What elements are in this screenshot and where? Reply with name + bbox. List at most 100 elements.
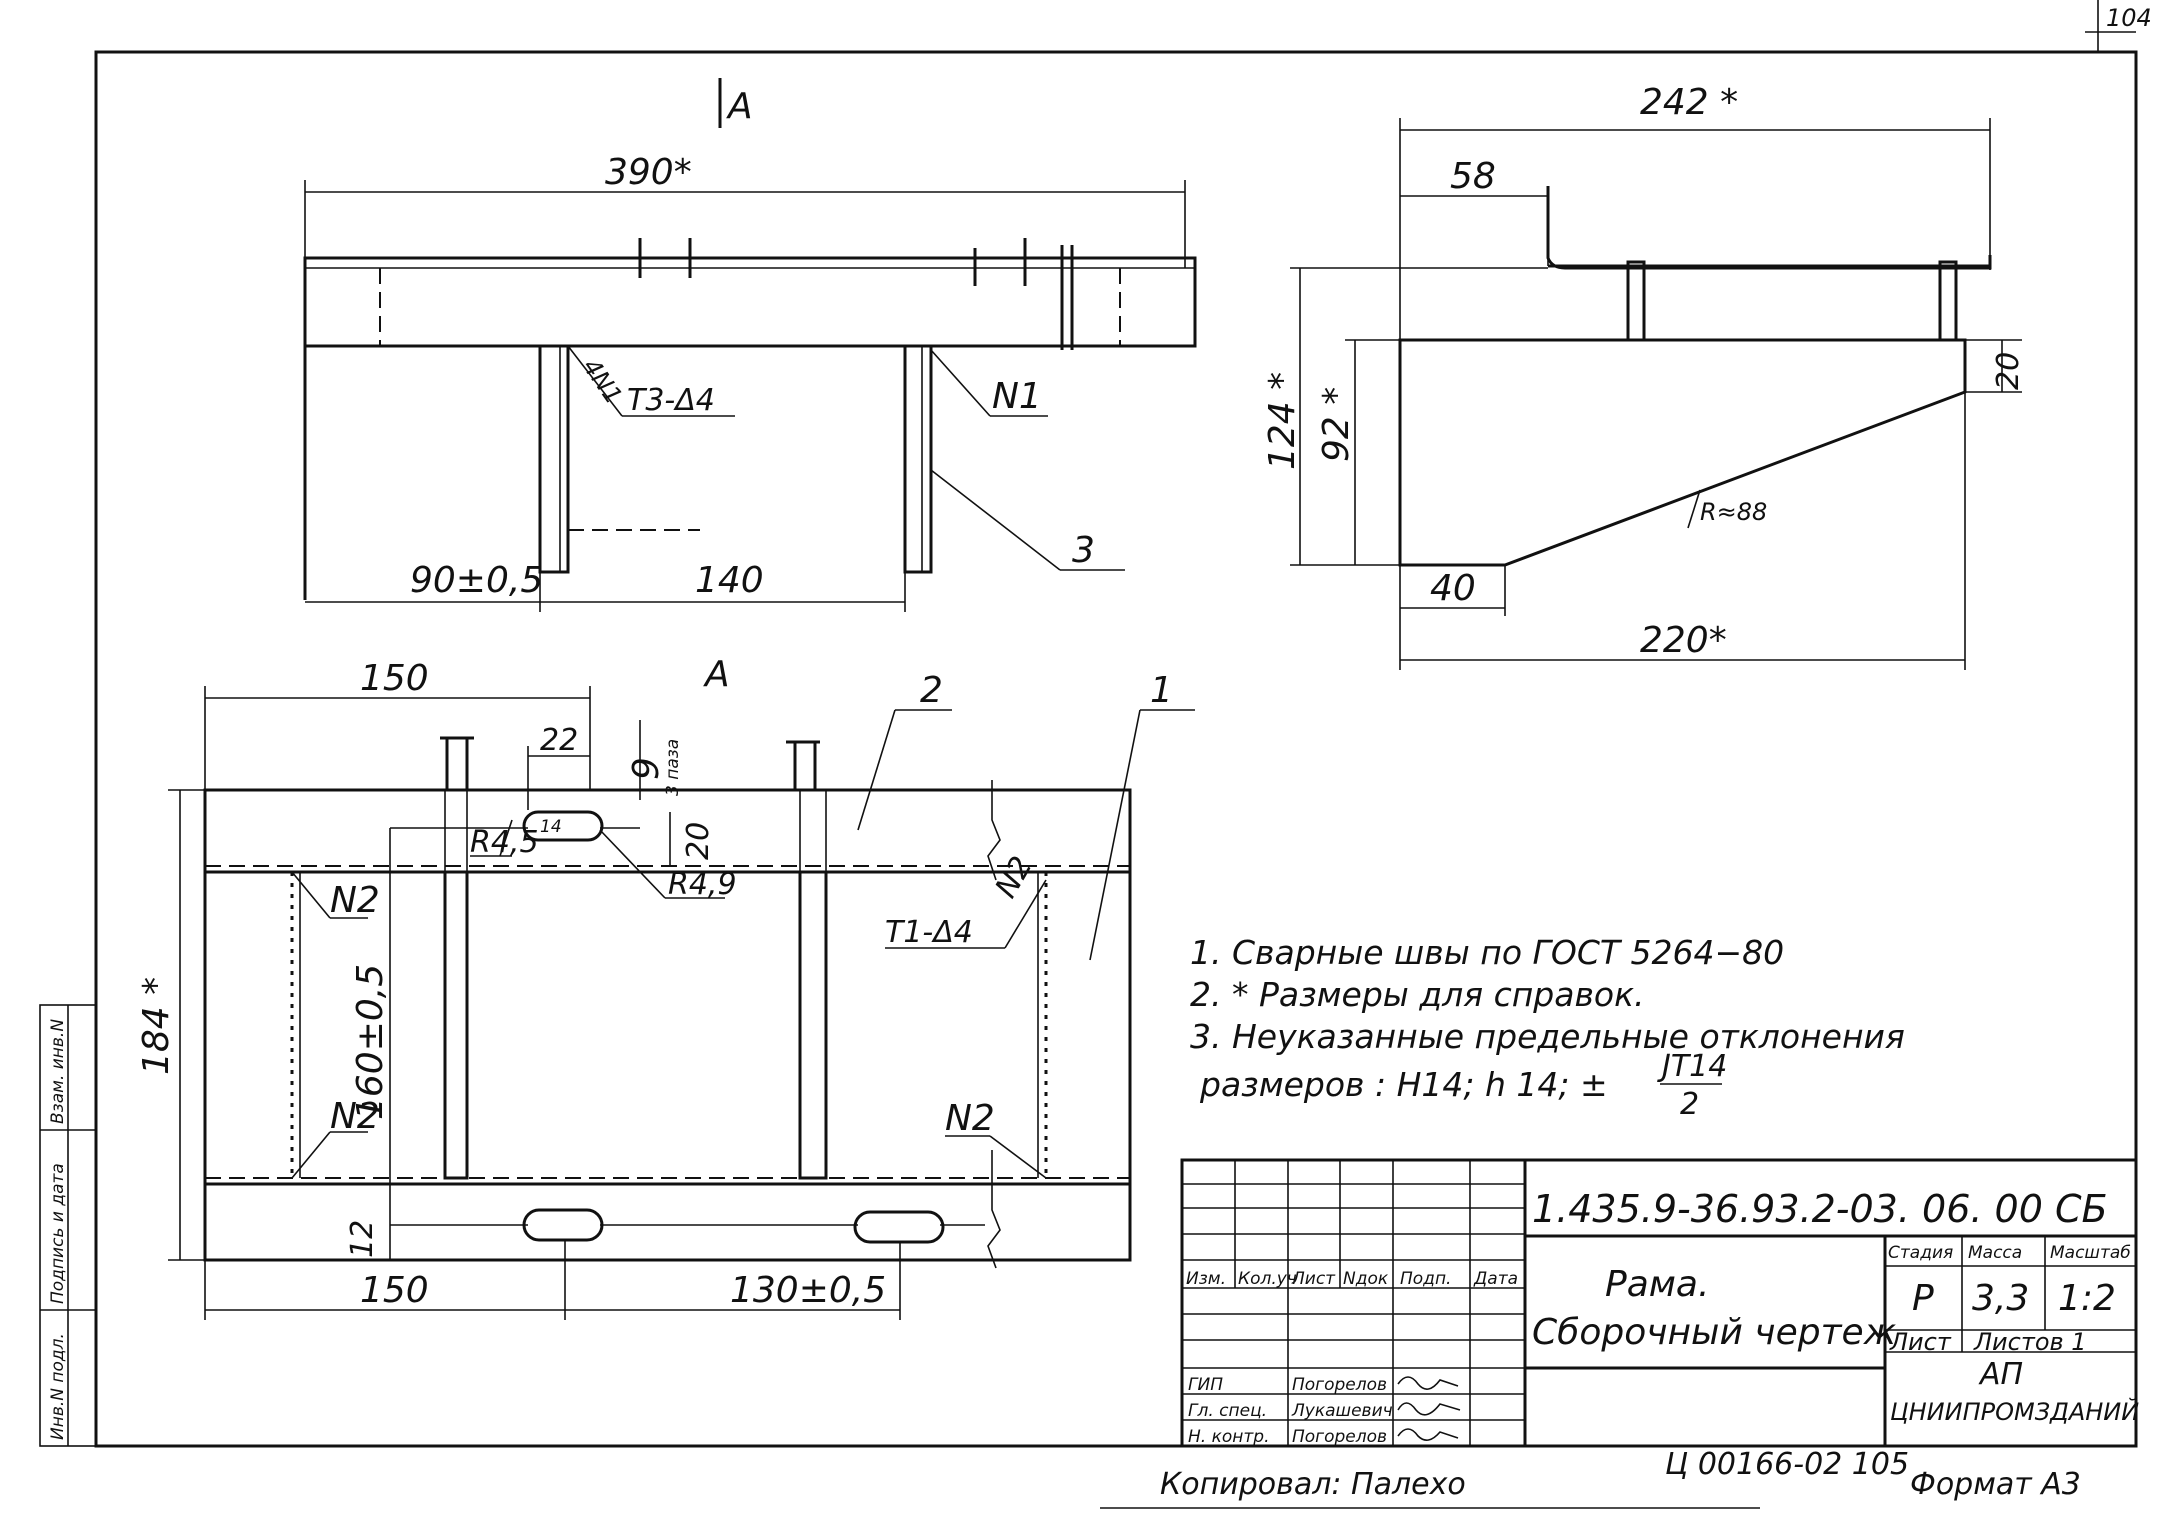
note-3: 3. Неуказанные предельные отклонения: [1190, 1017, 1905, 1056]
scale-label: Масштаб: [2050, 1243, 2131, 1263]
sheets-label: Листов 1: [1973, 1328, 2087, 1356]
dim-90: 90±0,5: [410, 560, 543, 601]
plan-slot-bottom-left: [522, 1208, 604, 1242]
plan-rib-right: [798, 870, 828, 1180]
org-line-2: ЦНИИПРОМЗДАНИЙ: [1890, 1397, 2139, 1426]
dim-9: 9: [626, 757, 667, 780]
top-view-rib-left: [538, 344, 570, 574]
dim-r45: R4,5: [470, 825, 539, 860]
scale-value: 1:2: [2058, 1278, 2116, 1319]
section-marker-label: A: [726, 86, 753, 127]
plan-slot-bottom-right: [853, 1210, 945, 1244]
mass-value: 3,3: [1972, 1278, 2029, 1319]
col-kol: Кол.уч: [1238, 1269, 1297, 1289]
weld-n2-top-left: N2: [330, 880, 380, 921]
view-label-a: A: [703, 654, 730, 695]
mass-label: Масса: [1968, 1243, 2022, 1263]
col-izm: Изм.: [1186, 1269, 1226, 1289]
dim-220: 220*: [1640, 620, 1727, 661]
top-view-rib-right: [903, 344, 933, 574]
dim-150-top: 150: [360, 658, 429, 699]
col-podp: Подп.: [1400, 1269, 1451, 1289]
footer-format: Формат А3: [1910, 1467, 2081, 1502]
side-strip-signature-date: Подпись и дата: [48, 1163, 68, 1304]
note-fraction-denominator: 2: [1680, 1087, 1699, 1122]
signature-gip: [1397, 1376, 1459, 1390]
side-strip-vzam-inv: Взам. инв.N: [48, 1019, 68, 1124]
signature-n-kontr: [1397, 1428, 1459, 1441]
title-line-1: Рама.: [1605, 1264, 1709, 1305]
org-line-1: АП: [1978, 1357, 2023, 1392]
dim-130: 130±0,5: [730, 1270, 886, 1311]
role-gip: ГИП: [1188, 1375, 1223, 1395]
side-view: 242 * 58 124 * 92 * 20 R≈88 40: [1262, 82, 2026, 670]
plan-view: A 150 22 9 3 паза: [136, 654, 1195, 1320]
note-4: размеров : Н14; h 14; ±: [1199, 1065, 1608, 1104]
footer-copied: Копировал: Палехо: [1160, 1467, 1466, 1502]
part-number-1: 1: [1150, 670, 1173, 711]
col-list: Лист: [1291, 1269, 1336, 1289]
name-gl-spec: Лукашевич: [1291, 1401, 1393, 1421]
weld-n2-bottom-right: N2: [945, 1098, 995, 1139]
dim-12: 12: [345, 1220, 380, 1258]
part-number-3: 3: [1072, 530, 1095, 571]
signature-gl-spec: [1397, 1402, 1461, 1416]
dim-124: 124 *: [1262, 372, 1303, 470]
weld-n2-bottom-left: N2: [330, 1096, 380, 1137]
break-symbol-bottom: [987, 1150, 1001, 1269]
break-symbol-top: [987, 780, 1001, 881]
dim-40: 40: [1430, 568, 1476, 609]
top-view: A 390* 90±0,5 140 4N1 Т3-Δ4: [303, 78, 1197, 612]
side-strip: Инв.N подл. Подпись и дата Взам. инв.N: [39, 1004, 97, 1447]
weld-n1: N1: [992, 376, 1042, 417]
side-view-stem-right: [1938, 260, 1958, 342]
document-code: 1.435.9-36.93.2-03. 06. 00 СБ: [1532, 1187, 2108, 1231]
name-gip: Погорелов: [1292, 1375, 1387, 1395]
plan-frame: [203, 788, 1132, 1262]
radius-88: R≈88: [1700, 498, 1767, 526]
dim-22: 22: [540, 723, 578, 758]
dim-20-lip: 20: [1991, 352, 2026, 390]
dim-184: 184 *: [136, 977, 177, 1075]
sheet-number: 104: [2106, 4, 2152, 32]
sheet-label: Лист: [1889, 1328, 1952, 1356]
weld-n2-top-right: N2: [989, 851, 1040, 904]
plan-slot-top: [522, 810, 604, 842]
col-data: Дата: [1473, 1269, 1518, 1289]
weld-t3: Т3-Δ4: [627, 383, 715, 418]
dim-140: 140: [695, 560, 764, 601]
dim-9-slots: 3 паза: [663, 739, 683, 796]
dim-58: 58: [1450, 156, 1496, 197]
role-gl-spec: Гл. спец.: [1188, 1401, 1267, 1421]
role-n-kontr: Н. контр.: [1188, 1427, 1269, 1447]
dim-r49: R4,9: [668, 867, 737, 902]
dim-150-bottom: 150: [360, 1270, 429, 1311]
dim-242: 242 *: [1640, 82, 1738, 123]
plan-tee-right: [786, 740, 820, 790]
side-strip-inv-podl: Инв.N подл.: [48, 1333, 68, 1440]
stage-value: Р: [1912, 1278, 1934, 1319]
top-view-flange: [303, 256, 1197, 348]
dim-14: 14: [540, 817, 562, 837]
title-block: Изм. Кол.уч Лист Nдок Подп. Дата ГИП Гл.…: [1180, 1158, 2139, 1448]
notes: 1. Сварные швы по ГОСТ 5264−80 2. * Разм…: [1190, 933, 1905, 1122]
stage-label: Стадия: [1888, 1243, 1953, 1263]
col-ndok: Nдок: [1343, 1269, 1389, 1289]
name-n-kontr: Погорелов: [1292, 1427, 1387, 1447]
dim-92: 92 *: [1316, 387, 1357, 462]
dim-20-slot: 20: [681, 822, 716, 860]
side-view-profile: [1398, 338, 1967, 567]
side-view-flange: [1546, 186, 1992, 270]
part-number-2: 2: [920, 670, 943, 711]
footer: Копировал: Палехо Ц 00166-02 105 Формат …: [1100, 1447, 2081, 1509]
plan-rib-left: [443, 870, 469, 1180]
note-2: 2. * Размеры для справок.: [1190, 975, 1645, 1014]
plan-tee-left: [440, 736, 474, 790]
title-line-2: Сборочный чертеж: [1532, 1312, 1897, 1353]
note-fraction-numerator: JT14: [1657, 1049, 1727, 1084]
dim-length-390: 390*: [605, 152, 692, 193]
weld-t1: Т1-Δ4: [885, 915, 973, 950]
footer-archive: Ц 00166-02 105: [1665, 1447, 1909, 1482]
